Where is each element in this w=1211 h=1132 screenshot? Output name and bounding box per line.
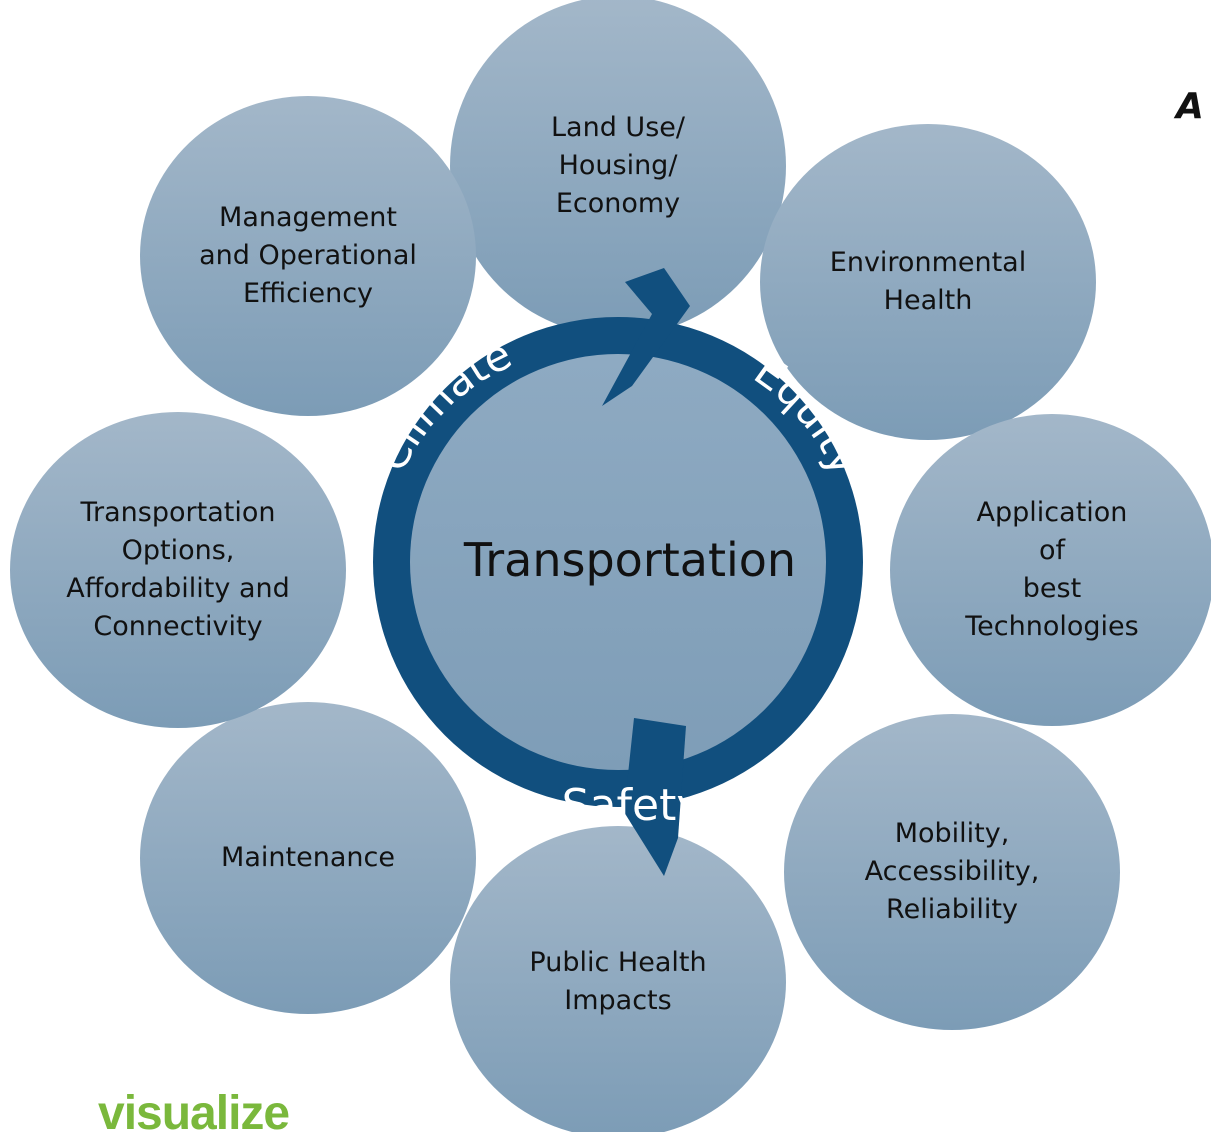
- transportation-ring: [373, 268, 863, 876]
- top-arrowhead: [602, 268, 690, 406]
- bottom-arrowhead: [624, 718, 686, 876]
- node-land-use-circle: [450, 0, 786, 336]
- ring-word-safety: Safety: [562, 780, 703, 831]
- ring-inner-disc: [410, 354, 826, 770]
- node-maintenance-circle: [140, 702, 476, 1014]
- node-transportation-options-circle: [10, 412, 346, 728]
- node-environmental-health-circle: [760, 124, 1096, 440]
- outer-circles: [10, 0, 1211, 1132]
- visualize-logo: visualize: [98, 1087, 290, 1132]
- node-management-circle: [140, 96, 476, 416]
- node-technologies-circle: [890, 414, 1211, 726]
- node-public-health-circle: [450, 826, 786, 1132]
- node-mobility-circle: [784, 714, 1120, 1030]
- cut-off-title: A: [1176, 86, 1204, 127]
